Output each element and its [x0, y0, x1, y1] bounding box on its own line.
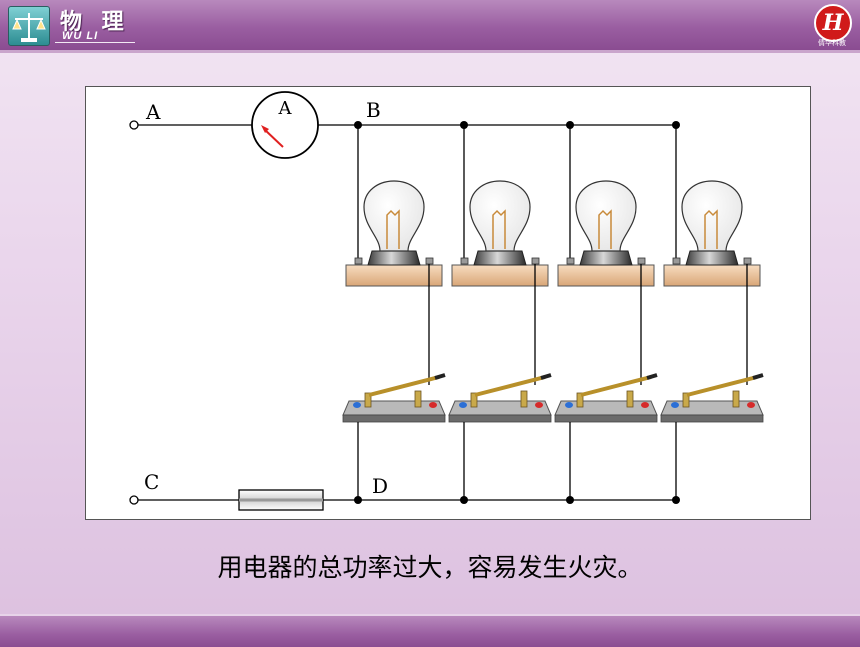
- switch-handle-1: [434, 373, 446, 380]
- caption-text: 用电器的总功率过大，容易发生火灾。: [217, 553, 643, 582]
- ammeter-needle: [263, 128, 284, 148]
- lamp-screw-left-4: [672, 257, 681, 265]
- lamp-filament-1: [386, 209, 400, 249]
- switch-terminal-red-1: [429, 402, 437, 408]
- label-d: D: [372, 474, 388, 498]
- lamp-base-4: [663, 264, 761, 287]
- terminal-c: [129, 495, 139, 505]
- circuit-diagram-panel: A A B C D: [85, 86, 811, 520]
- switch-handle-4: [752, 373, 764, 380]
- switch-base-edge-2: [448, 414, 552, 423]
- circuit-diagram: A A B C D: [129, 91, 764, 511]
- lamp-branches: [342, 121, 764, 504]
- lamp-socket-2: [473, 250, 527, 266]
- lamp-filament-4: [704, 209, 718, 249]
- lamp-base-3: [557, 264, 655, 287]
- lamp-bulb-1: [363, 180, 425, 252]
- lamp-bulb-3: [575, 180, 637, 252]
- brand-logo: H: [814, 4, 852, 42]
- lamp-screw-left-1: [354, 257, 363, 265]
- switch-terminal-red-2: [535, 402, 543, 408]
- fuse: [238, 489, 324, 511]
- brand-name: 倩华科教: [818, 39, 846, 47]
- label-c: C: [144, 470, 159, 494]
- lamp-screw-right-4: [743, 257, 752, 265]
- lamp-bulb-4: [681, 180, 743, 252]
- header-bar: 物 理 WU LI H 倩华科教: [0, 0, 860, 53]
- lamp-socket-4: [685, 250, 739, 266]
- lamp-filament-2: [492, 209, 506, 249]
- switch-post-left-4: [682, 392, 690, 408]
- switch-terminal-blue-1: [353, 402, 361, 408]
- switch-post-left-2: [470, 392, 478, 408]
- switch-terminal-red-4: [747, 402, 755, 408]
- switch-terminal-blue-3: [565, 402, 573, 408]
- title-underline: [55, 42, 135, 43]
- branch-2: [448, 121, 552, 504]
- switch-lever-3: [580, 375, 652, 397]
- lamp-socket-3: [579, 250, 633, 266]
- subject-title: 物 理: [60, 9, 130, 35]
- subject-pinyin: WU LI: [62, 30, 99, 42]
- switch-post-right-3: [626, 390, 634, 408]
- lamp-screw-right-3: [637, 257, 646, 265]
- lamp-bulb-2: [469, 180, 531, 252]
- header-stripe: [0, 50, 860, 53]
- switch-base-edge-1: [342, 414, 446, 423]
- switch-base-edge-3: [554, 414, 658, 423]
- switch-post-left-1: [364, 392, 372, 408]
- lamp-screw-right-1: [425, 257, 434, 265]
- switch-post-right-2: [520, 390, 528, 408]
- lamp-socket-1: [367, 250, 421, 266]
- ammeter-label: A: [278, 98, 293, 119]
- lamp-screw-right-2: [531, 257, 540, 265]
- branch-1: [342, 121, 446, 504]
- ammeter: A: [251, 91, 319, 159]
- switch-terminal-red-3: [641, 402, 649, 408]
- switch-post-right-1: [414, 390, 422, 408]
- lamp-screw-left-3: [566, 257, 575, 265]
- label-b: B: [366, 98, 381, 122]
- switch-lever-4: [686, 375, 758, 397]
- switch-post-right-4: [732, 390, 740, 408]
- lamp-base-2: [451, 264, 549, 287]
- lamp-screw-left-2: [460, 257, 469, 265]
- switch-lever-1: [368, 375, 440, 397]
- terminal-a: [129, 120, 139, 130]
- label-a: A: [145, 100, 161, 124]
- switch-post-left-3: [576, 392, 584, 408]
- switch-terminal-blue-4: [671, 402, 679, 408]
- branch-3: [554, 121, 658, 504]
- switch-base-edge-4: [660, 414, 764, 423]
- switch-terminal-blue-2: [459, 402, 467, 408]
- scale-logo-icon: [8, 6, 50, 46]
- footer-bar: [0, 614, 860, 647]
- lamp-base-1: [345, 264, 443, 287]
- branch-4: [660, 121, 764, 504]
- switch-handle-2: [540, 373, 552, 380]
- switch-lever-2: [474, 375, 546, 397]
- switch-handle-3: [646, 373, 658, 380]
- lamp-filament-3: [598, 209, 612, 249]
